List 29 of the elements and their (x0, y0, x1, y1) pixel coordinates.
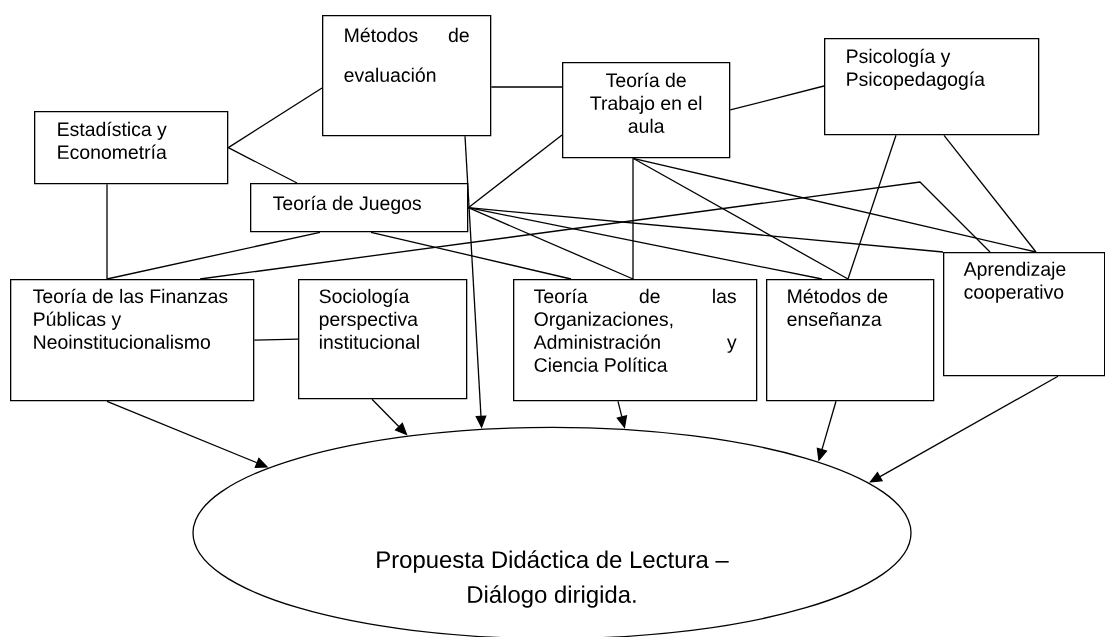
text-box: Estadística y Econometría (34, 111, 229, 185)
connector-line (729, 85, 825, 111)
connector-line (370, 231, 572, 280)
text-box: Métodos de evaluación (322, 15, 492, 137)
arrow (869, 375, 1059, 483)
connector-line (227, 87, 323, 149)
connector-line (632, 157, 1037, 253)
connector-line (199, 181, 991, 280)
text-box: Teoría de las Organizaciones, Administración y Ciencia Política (513, 279, 758, 402)
text-box: Métodos de enseñanza (766, 279, 935, 402)
connector-line (467, 134, 563, 209)
text-box: Teoría de Juegos (250, 183, 469, 233)
connector-line (227, 147, 298, 184)
connector-line (632, 157, 634, 280)
text-box: Teoría de las Finanzas Públicas y Neoinstitucionalismo (10, 279, 255, 402)
connector-line (490, 86, 563, 88)
text-box: Aprendizaje cooperativo (943, 252, 1105, 377)
connector-line (467, 207, 944, 253)
connector-line (106, 231, 321, 280)
text-box: Psicología y Psicopedagogía (824, 38, 1040, 136)
connector-line (253, 338, 299, 341)
connector-line (943, 134, 1037, 253)
connector-line (106, 183, 108, 280)
text-box: Sociología perspectiva institucional (298, 279, 468, 400)
arrow (371, 398, 408, 436)
connector-line (632, 157, 849, 280)
connector-line (467, 207, 823, 280)
connector-line (847, 134, 897, 280)
text-box: Teoría de Trabajo en el aula (562, 62, 731, 159)
